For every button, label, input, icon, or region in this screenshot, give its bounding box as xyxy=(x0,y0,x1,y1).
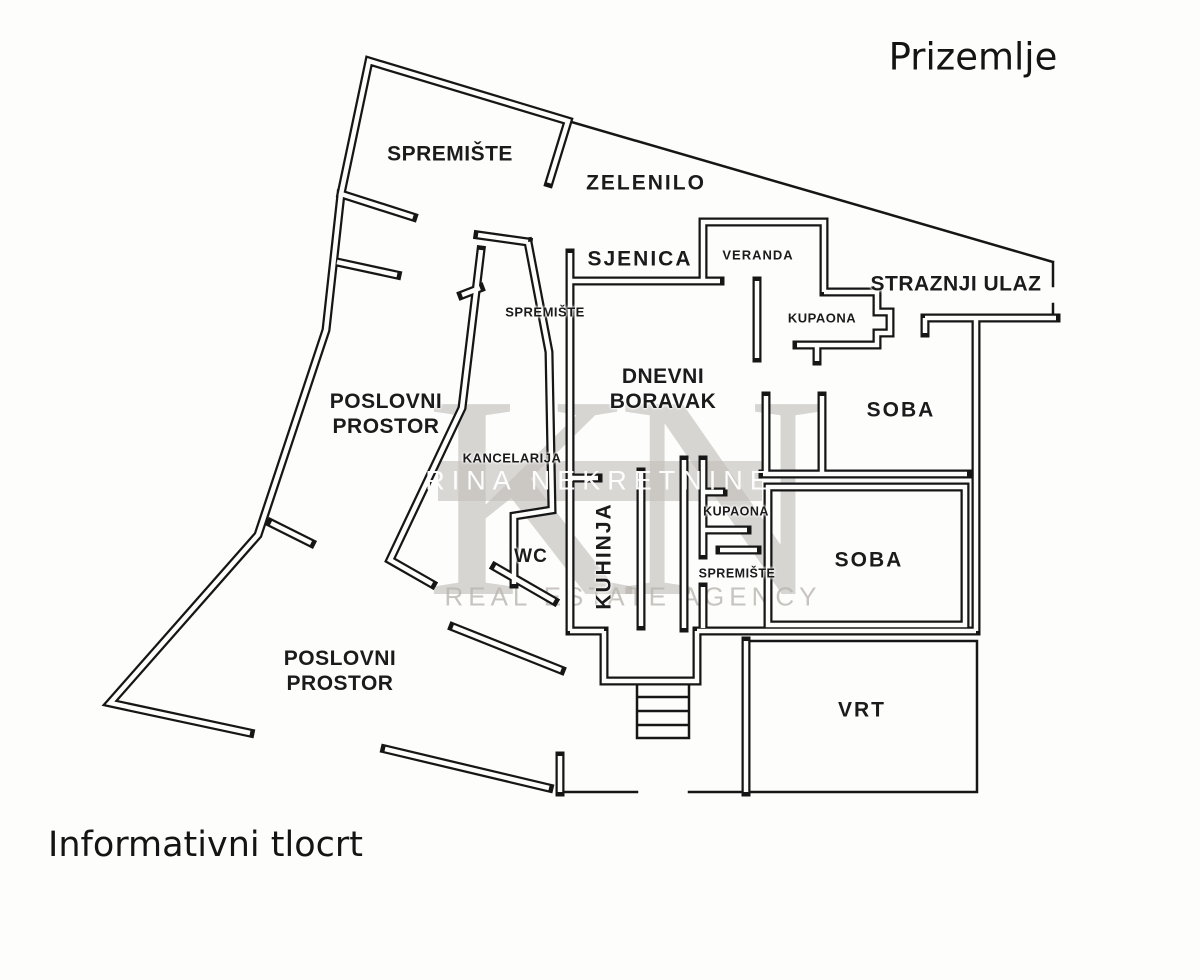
room-label-soba-lower: SOBA xyxy=(834,548,904,572)
room-label-kupaona-lower: KUPAONA xyxy=(703,504,769,519)
room-label-dnevni-boravak: DNEVNI BORAVAK xyxy=(609,365,717,413)
boundary-lines xyxy=(556,119,1055,794)
room-label-kancelarija: KANCELARIJA xyxy=(462,450,562,466)
room-label-wc: WC xyxy=(514,545,548,567)
watermark-tagline: REAL ESTATE AGENCY xyxy=(444,581,822,612)
room-label-spremiste-top: SPREMIŠTE xyxy=(387,142,513,166)
room-label-poslovni-prostor-lower: POSLOVNI PROSTOR xyxy=(283,647,397,695)
staircase xyxy=(635,681,691,740)
room-label-vrt: VRT xyxy=(838,698,886,722)
room-label-zelenilo: ZELENILO xyxy=(586,171,706,195)
room-label-straznji-ulaz: STRAZNJI ULAZ xyxy=(870,272,1042,296)
room-label-sjenica: SJENICA xyxy=(587,247,693,271)
room-label-spremiste-corridor: SPREMIŠTE xyxy=(505,304,585,320)
room-label-kuhinja: KUHINJA xyxy=(592,502,616,610)
room-label-poslovni-prostor-upper: POSLOVNI PROSTOR xyxy=(329,390,443,438)
room-label-veranda: VERANDA xyxy=(722,247,794,263)
walls-core xyxy=(110,61,1056,792)
room-label-soba-upper: SOBA xyxy=(866,398,936,422)
watermark-agency-name: RINA NEKRETNINE xyxy=(425,465,775,496)
walls-outline xyxy=(101,55,1061,797)
plan-caption: Informativni tlocrt xyxy=(48,825,363,865)
room-label-kupaona-upper: KUPAONA xyxy=(787,310,857,326)
floor-title: Prizemlje xyxy=(888,35,1058,79)
room-label-spremiste-lower: SPREMIŠTE xyxy=(698,566,776,581)
